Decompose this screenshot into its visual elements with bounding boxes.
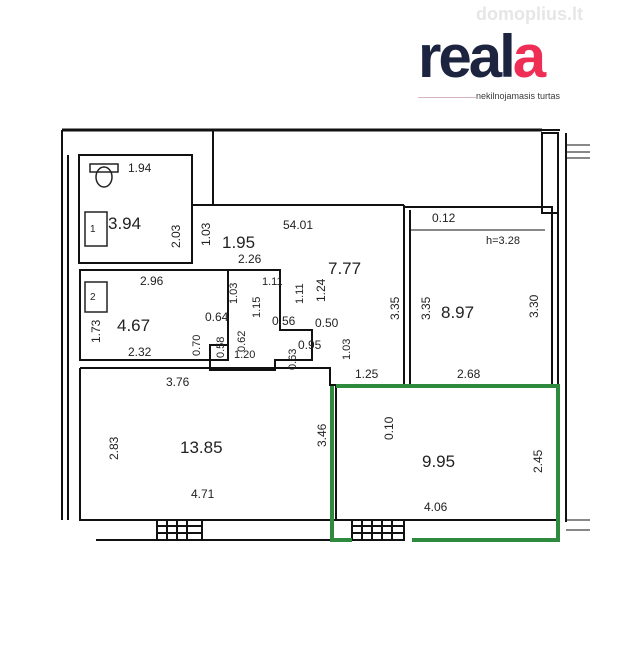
dim-0-63: 0.63 xyxy=(287,349,299,370)
company-logo: reala nekilnojamasis turtas xyxy=(418,23,593,108)
dim-4-01: 54.01 xyxy=(283,218,313,232)
dim-2-96: 2.96 xyxy=(140,274,164,288)
dim-1-20: 1.20 xyxy=(234,349,255,361)
dim-3-46: 3.46 xyxy=(315,423,329,447)
fixtures xyxy=(84,163,119,313)
dim-4-71: 4.71 xyxy=(191,487,215,501)
walls xyxy=(61,128,590,541)
dim-2-83: 2.83 xyxy=(107,436,121,460)
dim-0-58: 0.58 xyxy=(215,337,227,358)
dim-3-35-a: 3.35 xyxy=(388,296,402,320)
logo-text-accent: a xyxy=(512,23,546,90)
dim-3-30: 3.30 xyxy=(527,294,541,318)
dim-2-03: 2.03 xyxy=(169,224,183,248)
wc-area: 3.94 xyxy=(108,214,141,233)
hall-area: 1.95 xyxy=(222,233,255,252)
bedroom-area: 8.97 xyxy=(441,303,474,322)
dim-0-56: 0.56 xyxy=(272,314,296,328)
dim-1-11-a: 1.11 xyxy=(262,276,283,288)
dim-2-45: 2.45 xyxy=(531,449,545,473)
dim-4-06: 4.06 xyxy=(424,500,448,514)
dim-0-10: 0.10 xyxy=(382,416,396,440)
watermark: domoplius.lt xyxy=(476,4,583,24)
closet-2-number: 2 xyxy=(90,292,96,303)
kitchen-area: 9.95 xyxy=(422,452,455,471)
dim-2-68: 2.68 xyxy=(457,367,481,381)
dim-0-62: 0.62 xyxy=(236,331,248,352)
dim-0-12: 0.12 xyxy=(432,211,456,225)
dim-0-95: 0.95 xyxy=(298,338,322,352)
dimension-labels: 1.94 2.03 1.03 54.01 0.12 h=3.28 2.26 2.… xyxy=(89,161,545,514)
living-area: 13.85 xyxy=(180,438,223,457)
dim-0-50: 0.50 xyxy=(315,316,339,330)
dim-3-35-b: 3.35 xyxy=(419,296,433,320)
dim-1-03-c: 1.03 xyxy=(341,339,353,360)
dim-1-15: 1.15 xyxy=(251,297,263,318)
logo-text-main: real xyxy=(418,23,516,90)
kitchen-highlight xyxy=(336,384,560,542)
closet-area: 4.67 xyxy=(117,316,150,335)
closet-1-icon xyxy=(84,211,108,247)
dim-1-73: 1.73 xyxy=(89,319,103,343)
dim-1-94: 1.94 xyxy=(128,161,152,175)
toilet-icon xyxy=(95,166,113,188)
logo-wordmark: reala xyxy=(418,22,546,92)
dim-2-32: 2.32 xyxy=(128,345,152,359)
dim-0-64: 0.64 xyxy=(205,310,229,324)
dim-1-03-a: 1.03 xyxy=(199,222,213,246)
closet-1-number: 1 xyxy=(90,224,96,235)
dim-2-26: 2.26 xyxy=(238,252,262,266)
kitchen-highlight-left xyxy=(330,386,352,542)
closet-2-icon xyxy=(84,281,108,313)
logo-subtitle: nekilnojamasis turtas xyxy=(476,91,561,101)
dim-0-70: 0.70 xyxy=(191,335,203,356)
dim-1-24: 1.24 xyxy=(314,278,328,302)
dim-1-25: 1.25 xyxy=(355,367,379,381)
corridor-area: 7.77 xyxy=(328,259,361,278)
dim-1-03-b: 1.03 xyxy=(228,283,240,304)
dim-h-3-28: h=3.28 xyxy=(486,235,520,247)
room-labels: 3.94 1.95 4.67 7.77 8.97 13.85 9.95 1 2 xyxy=(90,214,474,471)
logo-rule xyxy=(418,97,476,98)
dim-1-11-b: 1.11 xyxy=(294,283,306,304)
dim-3-76: 3.76 xyxy=(166,375,190,389)
